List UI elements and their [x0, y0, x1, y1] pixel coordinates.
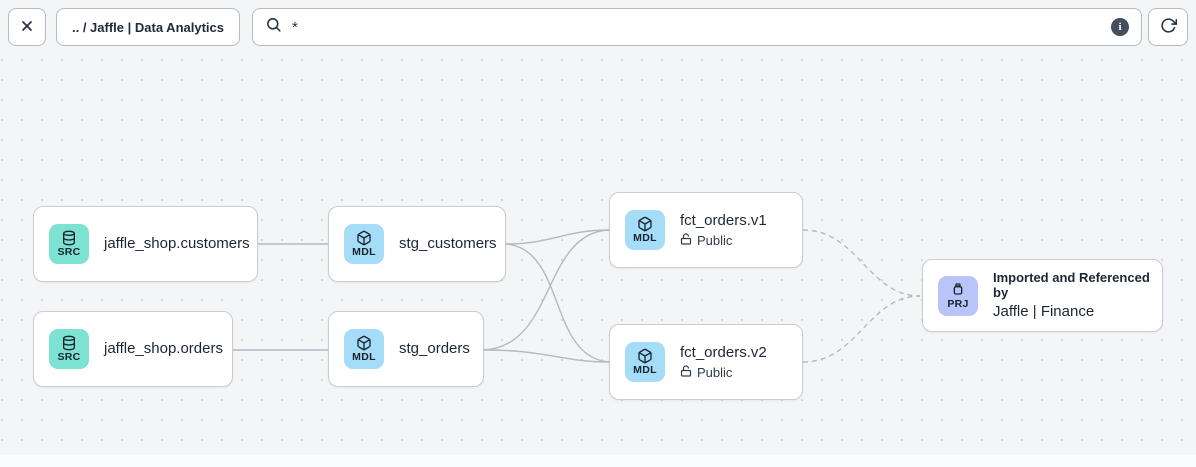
unlock-icon — [680, 233, 692, 248]
node-stg-orders[interactable]: MDL stg_orders — [328, 311, 484, 387]
node-label: fct_orders.v2 — [680, 344, 767, 361]
badge-label: MDL — [633, 364, 657, 377]
cube-icon — [637, 348, 653, 364]
node-stg-customers[interactable]: MDL stg_customers — [328, 206, 506, 282]
node-jaffle-shop-customers[interactable]: SRC jaffle_shop.customers — [33, 206, 258, 282]
search-input[interactable] — [292, 18, 1101, 36]
access-label: Public — [697, 365, 733, 380]
edge-stgorders-fctv2 — [483, 349, 610, 363]
breadcrumb-button[interactable]: .. / Jaffle | Data Analytics — [56, 8, 240, 46]
project-badge: PRJ — [938, 275, 978, 316]
info-icon[interactable]: i — [1111, 18, 1129, 36]
badge-label: SRC — [57, 246, 81, 259]
node-fct-orders-v1[interactable]: MDL fct_orders.v1 Public — [609, 192, 803, 268]
close-button[interactable] — [8, 8, 46, 46]
badge-label: MDL — [352, 246, 376, 259]
node-label: Jaffle | Finance — [993, 303, 1095, 320]
node-label: stg_orders — [399, 340, 470, 357]
badge-label: PRJ — [947, 297, 969, 310]
node-label: stg_customers — [399, 235, 497, 252]
source-badge: SRC — [49, 224, 89, 264]
badge-label: MDL — [633, 232, 657, 245]
edge-stgcustomers-fctv2 — [505, 243, 610, 363]
close-icon — [19, 18, 35, 37]
edge-fctv1-project — [802, 229, 921, 297]
jar-icon — [950, 282, 966, 298]
refresh-icon — [1160, 17, 1177, 37]
badge-label: MDL — [352, 351, 376, 364]
source-badge: SRC — [49, 329, 89, 369]
unlock-icon — [680, 365, 692, 380]
edge-fctv2-project — [802, 295, 921, 363]
cube-icon — [356, 230, 372, 246]
search-icon — [265, 16, 282, 38]
node-fct-orders-v2[interactable]: MDL fct_orders.v2 Public — [609, 324, 803, 400]
edge-stgcustomers-fctv1 — [505, 229, 610, 245]
database-icon — [61, 335, 77, 351]
cube-icon — [637, 216, 653, 232]
access-label: Public — [697, 233, 733, 248]
node-label: jaffle_shop.customers — [104, 235, 250, 252]
model-badge: MDL — [625, 342, 665, 382]
node-label: jaffle_shop.orders — [104, 340, 223, 357]
model-badge: MDL — [625, 210, 665, 250]
cube-icon — [356, 335, 372, 351]
node-label: fct_orders.v1 — [680, 212, 767, 229]
search-bar[interactable]: i — [252, 8, 1142, 46]
badge-label: SRC — [57, 351, 81, 364]
model-badge: MDL — [344, 224, 384, 264]
node-project-jaffle-finance[interactable]: PRJ Imported and Referenced by Jaffle | … — [922, 259, 1163, 332]
breadcrumb-label: .. / Jaffle | Data Analytics — [72, 19, 224, 35]
database-icon — [61, 230, 77, 246]
refresh-button[interactable] — [1148, 8, 1188, 46]
node-jaffle-shop-orders[interactable]: SRC jaffle_shop.orders — [33, 311, 233, 387]
canvas-bottom-strip — [0, 455, 1196, 467]
model-badge: MDL — [344, 329, 384, 369]
edge-stgorders-fctv1 — [483, 229, 610, 351]
project-caption: Imported and Referenced by — [993, 270, 1150, 300]
